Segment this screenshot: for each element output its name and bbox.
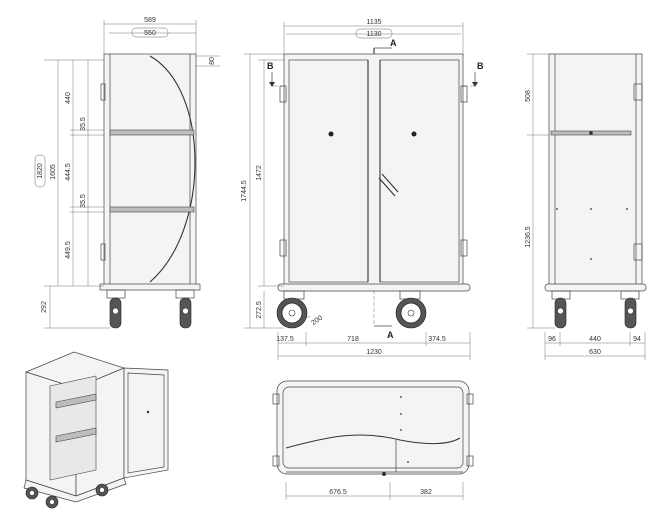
side-width-outer: 589	[144, 17, 156, 24]
isometric-view	[23, 351, 169, 509]
rear-bottom-dim-1: 96	[548, 336, 556, 343]
front-bottom-dim-2: 718	[347, 336, 359, 343]
side-width-inner: 550	[144, 30, 156, 37]
side-view: 589 550 80	[34, 17, 220, 329]
side-base-height: 292	[41, 301, 48, 313]
front-wheel-diameter: 200	[310, 314, 324, 326]
rear-lower-height: 1236.5	[525, 226, 532, 248]
front-total-width: 1230	[366, 349, 382, 356]
front-width-inner: 1130	[366, 31, 381, 38]
front-width-outer: 1135	[366, 19, 381, 26]
front-view: 1135 1130 A A B B	[241, 19, 484, 360]
section-a-bottom: A	[387, 330, 394, 340]
side-height-4: 35.5	[80, 194, 87, 208]
section-b-right: B	[477, 61, 484, 71]
plan-bottom-dim-2: 382	[420, 489, 432, 496]
side-height-3: 444.5	[65, 163, 72, 181]
front-door-height: 1472	[256, 165, 263, 181]
rear-view: 508 1236.5 96 440 94 630	[525, 53, 647, 360]
rear-bottom-dim-2: 440	[589, 336, 601, 343]
rear-bottom-dim-3: 94	[633, 336, 641, 343]
plan-bottom-dim-1: 676.5	[329, 489, 347, 496]
side-top-offset: 80	[209, 57, 216, 65]
front-bottom-dim-3: 374.5	[428, 336, 446, 343]
rear-top-height: 508	[525, 90, 532, 102]
front-wheel-height: 272.5	[256, 301, 263, 319]
side-total-height: 1820	[37, 163, 44, 179]
section-b-left: B	[267, 61, 274, 71]
side-body-height: 1605	[50, 164, 57, 180]
side-height-2: 35.5	[80, 117, 87, 131]
plan-view: 676.5 382	[272, 380, 474, 500]
rear-total-width: 630	[589, 349, 601, 356]
side-height-5: 449.5	[65, 241, 72, 259]
section-a-top: A	[390, 38, 397, 48]
side-height-1: 440	[65, 92, 72, 104]
front-bottom-dim-1: 137.5	[276, 336, 294, 343]
front-total-height: 1744.5	[241, 180, 248, 202]
